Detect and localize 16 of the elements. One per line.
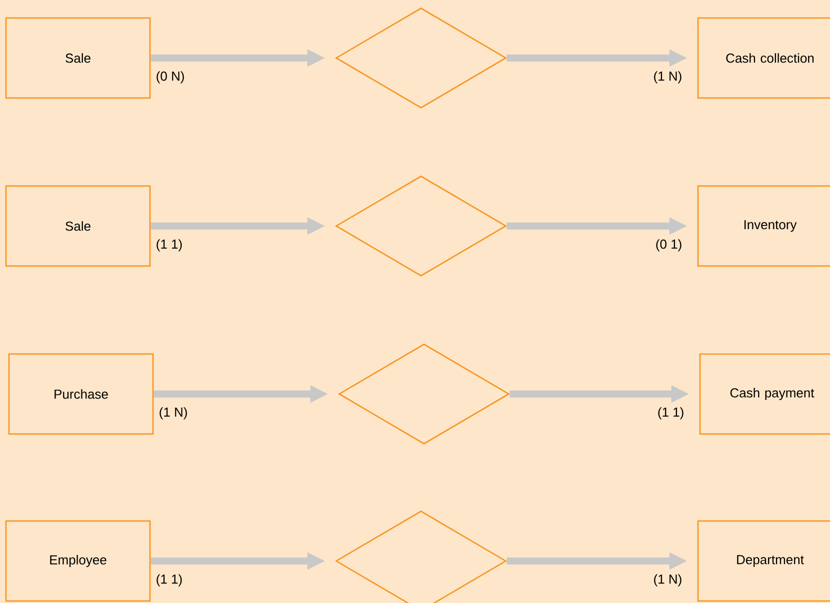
entity-box: Inventory: [697, 185, 830, 267]
entity-box: Employee: [5, 520, 151, 602]
entity-box: Sale: [5, 185, 151, 267]
cardinality-label: (1 N): [654, 71, 682, 84]
cardinality-label: (1 1): [156, 574, 182, 586]
entity-box: Department: [697, 520, 830, 602]
entity-box: Cash collection: [697, 17, 830, 99]
cardinality-label: (1 N): [654, 574, 682, 586]
entity-box: Cash payment: [699, 353, 830, 435]
cardinality-label: (0 1): [656, 239, 682, 252]
entity-box: Purchase: [8, 353, 154, 435]
cardinality-label: (0 N): [156, 71, 184, 84]
cardinality-label: (1 1): [156, 239, 182, 252]
entity-box: Sale: [5, 17, 151, 99]
cardinality-label: (1 1): [658, 407, 684, 420]
cardinality-label: (1 N): [160, 407, 187, 420]
